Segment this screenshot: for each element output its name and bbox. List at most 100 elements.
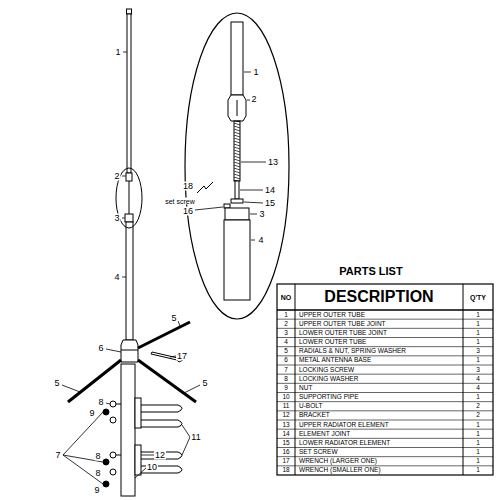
- u-bolt: [141, 420, 182, 427]
- callout-number: 8: [94, 469, 101, 478]
- callout-number: 18: [182, 182, 194, 191]
- bracket: [135, 445, 141, 475]
- table-cell: 14: [281, 431, 290, 438]
- callout-number: 6: [97, 344, 104, 353]
- nut: [103, 481, 109, 487]
- table-cell: 17: [281, 458, 290, 465]
- parts-table: [277, 284, 493, 475]
- table-cell: 1: [475, 431, 481, 438]
- table-cell: 5: [283, 348, 289, 355]
- table-cell: 3: [475, 366, 481, 373]
- bracket: [135, 398, 141, 428]
- screw: [116, 455, 121, 456]
- table-cell: LOCKING WASHER: [298, 376, 359, 383]
- radial: [68, 360, 121, 402]
- antenna-base: [121, 340, 138, 362]
- lower-radiator-element: [231, 199, 243, 203]
- callout-number: 9: [93, 486, 100, 495]
- table-cell: 4: [475, 385, 481, 392]
- table-cell: LOWER RADIATOR ELEMENT: [298, 440, 391, 447]
- table-header: Q'TY: [469, 294, 487, 301]
- table-cell: 1: [475, 394, 481, 401]
- washer: [110, 469, 116, 475]
- table-title: PARTS LIST: [338, 266, 403, 277]
- washer: [110, 401, 116, 407]
- table-cell: UPPER RADIATOR ELEMENT: [298, 421, 390, 428]
- table-cell: 15: [281, 440, 290, 447]
- table-cell: 1: [475, 467, 481, 474]
- callout-number: 8: [94, 452, 101, 461]
- table-cell: 1: [475, 458, 481, 465]
- callout-number: 10: [146, 463, 158, 472]
- upper-joint: [126, 173, 132, 181]
- table-cell: LOCKING SCREW: [298, 366, 355, 373]
- table-header: DESCRIPTION: [323, 289, 434, 305]
- table-cell: 6: [283, 357, 289, 364]
- table-cell: U-BOLT: [298, 403, 323, 410]
- nut: [103, 459, 109, 465]
- radial: [138, 322, 190, 348]
- callout-number: 5: [201, 379, 208, 388]
- table-cell: SET SCREW: [298, 449, 339, 456]
- table-cell: 16: [281, 449, 290, 456]
- callout-number: 4: [113, 273, 120, 282]
- callout-number: 5: [170, 314, 177, 323]
- table-cell: 2: [283, 321, 289, 328]
- callout-number: 3: [113, 214, 120, 223]
- table-cell: UPPER OUTER TUBE: [298, 311, 366, 318]
- table-cell: 12: [281, 412, 290, 419]
- callout-number: 17: [176, 352, 188, 361]
- callout-number: 14: [264, 186, 276, 195]
- part-label: set screw: [164, 198, 196, 205]
- joint-edge: [237, 100, 238, 116]
- table-cell: 1: [475, 321, 481, 328]
- table-cell: 9: [283, 385, 289, 392]
- table-cell: 18: [281, 467, 290, 474]
- table-cell: 8: [283, 376, 289, 383]
- screw: [116, 404, 121, 405]
- table-header: NO: [280, 294, 293, 301]
- table-cell: 2: [475, 412, 481, 419]
- table-cell: 3: [283, 330, 289, 337]
- upper-joint: [228, 95, 246, 121]
- table-cell: 1: [475, 339, 481, 346]
- callout-number: 3: [258, 210, 265, 219]
- lower-joint: [225, 208, 249, 220]
- table-cell: 1: [475, 311, 481, 318]
- lower-outer-tube: [224, 220, 250, 300]
- callout-number: 1: [252, 68, 259, 77]
- callout-number: 13: [267, 158, 279, 167]
- table-cell: 3: [475, 348, 481, 355]
- table-cell: 1: [475, 440, 481, 447]
- table-cell: LOWER OUTER TUBE JOINT: [298, 330, 388, 337]
- table-cell: 11: [282, 403, 291, 410]
- table-cell: METAL ANTENNA BASE: [298, 357, 372, 364]
- tip: [127, 9, 132, 14]
- callout-number: 8: [97, 398, 104, 407]
- small-wrench: [197, 182, 213, 193]
- lower-joint: [125, 214, 133, 222]
- callout-number: 2: [113, 172, 120, 181]
- callout-number: 1: [114, 48, 121, 57]
- callout-number: 5: [53, 379, 60, 388]
- upper-outer-tube: [127, 14, 131, 173]
- callout-number: 12: [154, 451, 166, 460]
- nut: [103, 409, 109, 415]
- detail-ellipse: [185, 13, 289, 319]
- table-cell: 13: [281, 421, 290, 428]
- table-cell: 2: [475, 403, 481, 410]
- radial: [138, 360, 196, 402]
- callout-number: 7: [54, 451, 61, 460]
- table-cell: WRENCH (SMALLER ONE): [298, 467, 382, 474]
- table-cell: UPPER OUTER TUBE JOINT: [298, 321, 387, 328]
- table-cell: WRENCH (LARGER ONE): [298, 458, 378, 465]
- table-cell: 4: [283, 339, 289, 346]
- callout-number: 11: [190, 433, 201, 442]
- table-cell: 1: [475, 357, 481, 364]
- callout-number: 2: [250, 95, 257, 104]
- upper-outer-tube: [231, 22, 243, 95]
- set-screw: [224, 204, 230, 208]
- table-cell: 10: [281, 394, 290, 401]
- element-joint: [235, 181, 239, 199]
